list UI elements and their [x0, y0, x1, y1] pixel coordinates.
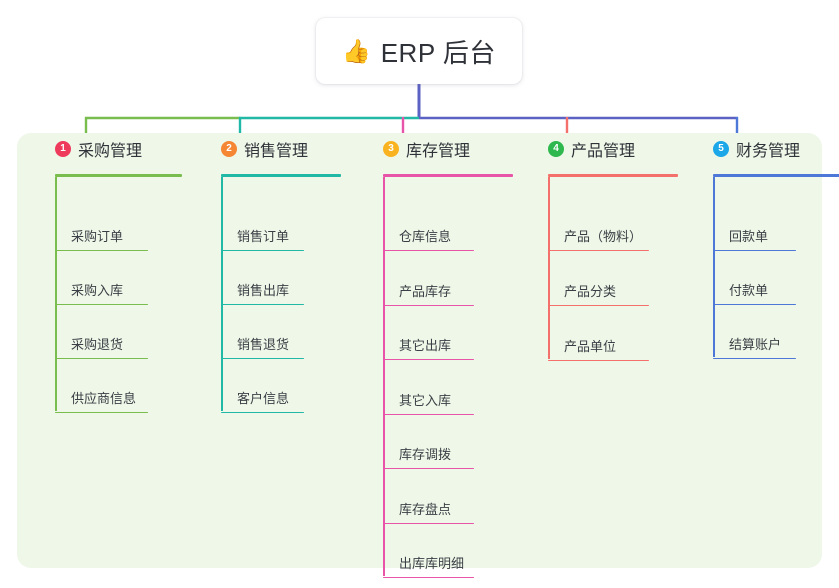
module-item-label: 其它出库 [399, 338, 452, 353]
module-item-rule [221, 358, 304, 360]
module-item-label: 供应商信息 [71, 391, 137, 406]
thumbs-up-icon: 👍 [342, 37, 371, 64]
module-item-label: 采购订单 [71, 229, 124, 244]
column-title: 库存管理 [406, 143, 471, 160]
column-header-5[interactable]: 5 财务管理 [694, 133, 800, 165]
module-item[interactable]: 采购订单 [55, 226, 148, 252]
column-trunk-line [713, 177, 715, 357]
module-item[interactable]: 结算账户 [713, 334, 796, 360]
module-item-rule [713, 304, 796, 306]
module-column-4: 4 产品管理产品（物料） 产品分类产品单位 [529, 133, 678, 362]
module-item-rule [383, 250, 474, 252]
module-item-rule [221, 250, 304, 252]
module-item-rule [713, 250, 796, 252]
module-item[interactable]: 销售出库 [221, 280, 304, 306]
module-item[interactable]: 仓库信息 [383, 226, 474, 252]
column-title: 采购管理 [78, 143, 143, 160]
module-item[interactable]: 产品分类 [548, 281, 649, 307]
column-title: 销售管理 [244, 143, 309, 160]
column-badge-icon: 2 [221, 141, 237, 157]
module-item-label: 产品（物料） [564, 229, 643, 244]
module-item-rule [55, 358, 148, 360]
root-node-content: 👍 ERP 后台 [342, 33, 496, 70]
module-item-label: 结算账户 [729, 337, 782, 352]
module-item-label: 库存调拨 [399, 447, 452, 462]
module-item-label: 出库库明细 [399, 556, 465, 571]
column-badge-icon: 3 [383, 141, 399, 157]
module-item-label: 库存盘点 [399, 501, 452, 517]
module-item-label: 回款单 [729, 229, 769, 244]
module-item-label: 其它入库 [399, 392, 452, 408]
column-header-rule [713, 174, 839, 177]
module-item-rule [383, 304, 474, 306]
column-header-rule [548, 174, 678, 177]
module-item-label: 产品单位 [564, 339, 617, 354]
column-header-4[interactable]: 4 产品管理 [529, 133, 635, 165]
column-badge-icon: 5 [713, 141, 729, 157]
module-item-rule [548, 250, 649, 252]
module-item-rule [221, 304, 304, 306]
root-node[interactable]: 👍 ERP 后台 [316, 18, 522, 84]
module-item[interactable]: 销售订单 [221, 226, 304, 252]
module-item-rule [383, 359, 474, 361]
column-trunk-line [383, 177, 385, 576]
module-item-rule [548, 360, 649, 362]
module-item-label: 销售退货 [237, 337, 290, 352]
module-item-label: 产品库存 [399, 283, 452, 299]
module-item-rule [713, 358, 796, 360]
module-item[interactable]: 产品单位 [548, 336, 649, 362]
module-item-label: 采购退货 [71, 337, 124, 352]
module-columns: 1 采购管理采购订单采购入库采购退货供应商信息 2 销售管理销售订单销售出库销售退货客… [17, 133, 839, 579]
module-item-label: 产品分类 [564, 284, 617, 299]
module-column-3: 3 库存管理仓库信息产品库存其它出库其它入库库存调拨库存盘点出库库明细 [364, 133, 513, 579]
module-item-rule [55, 250, 148, 252]
module-item-rule [383, 468, 474, 470]
module-item[interactable]: 销售退货 [221, 334, 304, 360]
column-trunk-line [548, 177, 550, 359]
module-item-rule [55, 412, 148, 414]
column-trunk-line [221, 177, 223, 411]
module-item[interactable]: 产品（物料） [548, 226, 649, 252]
column-header-1[interactable]: 1 采购管理 [36, 133, 142, 165]
column-header-3[interactable]: 3 库存管理 [364, 133, 470, 165]
modules-panel [17, 133, 822, 568]
module-item[interactable]: 供应商信息 [55, 388, 148, 414]
module-item[interactable]: 其它入库 [383, 390, 474, 415]
module-item[interactable]: 其它出库 [383, 335, 474, 361]
column-header-rule [383, 174, 513, 177]
module-column-1: 1 采购管理采购订单采购入库采购退货供应商信息 [36, 133, 182, 414]
module-column-2: 2 销售管理销售订单销售出库销售退货客户信息 [202, 133, 341, 414]
column-title: 财务管理 [736, 143, 801, 160]
module-item-rule [383, 522, 474, 524]
module-item[interactable]: 库存调拨 [383, 444, 474, 470]
module-item[interactable]: 回款单 [713, 226, 796, 252]
module-item-rule [383, 413, 474, 415]
column-title: 产品管理 [571, 143, 636, 160]
root-title: ERP 后台 [380, 37, 496, 68]
module-item[interactable]: 客户信息 [221, 388, 304, 414]
column-badge-icon: 4 [548, 141, 564, 157]
module-item-rule [548, 305, 649, 307]
module-item[interactable]: 采购入库 [55, 280, 148, 306]
module-column-5: 5 财务管理回款单付款单结算账户 [694, 133, 839, 360]
module-item[interactable]: 库存盘点 [383, 499, 474, 524]
module-item[interactable]: 采购退货 [55, 334, 148, 360]
column-badge-icon: 1 [55, 141, 71, 157]
module-item-rule [55, 304, 148, 306]
module-item-label: 销售订单 [237, 229, 290, 244]
module-item-label: 采购入库 [71, 283, 124, 298]
column-header-rule [221, 174, 341, 177]
module-item-label: 付款单 [729, 283, 769, 298]
column-trunk-line [55, 177, 57, 411]
module-item[interactable]: 出库库明细 [383, 553, 474, 579]
column-header-rule [55, 174, 182, 177]
module-item[interactable]: 付款单 [713, 280, 796, 306]
module-item[interactable]: 产品库存 [383, 281, 474, 306]
module-item-label: 销售出库 [237, 283, 290, 298]
module-item-label: 客户信息 [237, 391, 290, 406]
column-header-2[interactable]: 2 销售管理 [202, 133, 308, 165]
module-item-rule [221, 412, 304, 414]
module-item-label: 仓库信息 [399, 229, 452, 244]
module-item-rule [383, 577, 474, 579]
